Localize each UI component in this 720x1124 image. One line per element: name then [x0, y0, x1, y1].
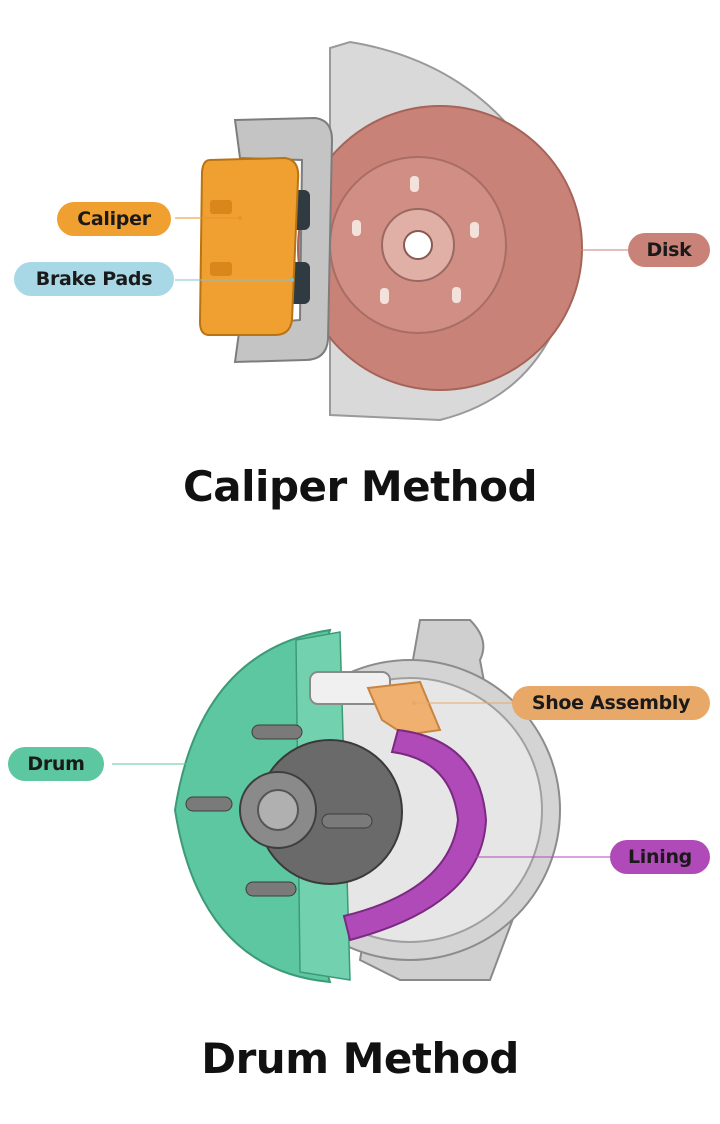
drum-label: Drum — [8, 747, 104, 781]
shoe-assembly-label: Shoe Assembly — [512, 686, 710, 720]
disk-label: Disk — [628, 233, 710, 267]
lining-label: Lining — [610, 840, 710, 874]
brake-pads-label: Brake Pads — [14, 262, 174, 296]
disc-brake-illustration — [175, 40, 628, 422]
caliper-method-title: Caliper Method — [182, 462, 538, 511]
drum-method-section: Drum Shoe Assembly Lining Drum Method — [0, 560, 720, 1124]
drum-method-title: Drum Method — [201, 1034, 519, 1083]
drum-brake-illustration — [112, 619, 610, 984]
caliper-label: Caliper — [57, 202, 171, 236]
caliper-method-section: Caliper Brake Pads Disk Caliper Method — [0, 0, 720, 560]
